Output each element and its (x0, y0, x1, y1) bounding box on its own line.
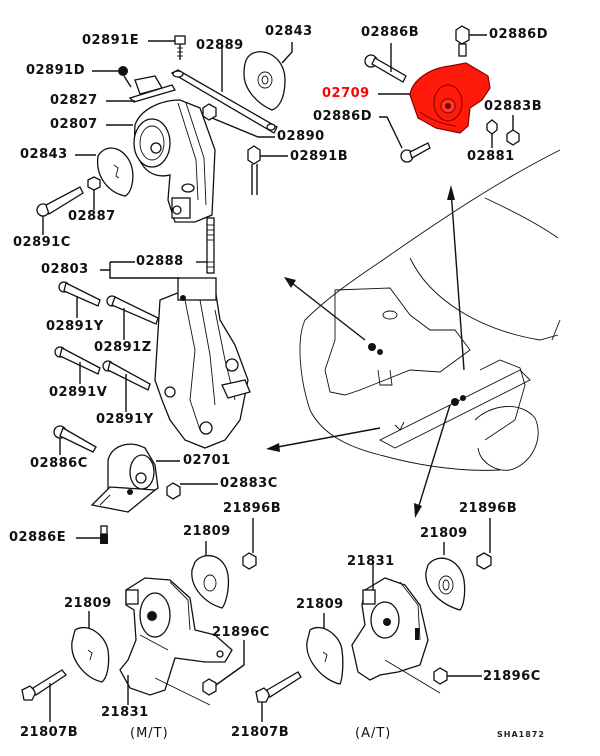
label-02701[interactable]: 02701 (183, 453, 231, 468)
stay-02889[interactable] (170, 69, 278, 134)
nut-21896C-mt[interactable] (202, 678, 217, 696)
label-02883B[interactable]: 02883B (484, 99, 543, 114)
leader-21896C-mt (215, 640, 245, 686)
label-21809-at-top[interactable]: 21809 (420, 526, 468, 541)
label-02827[interactable]: 02827 (50, 93, 98, 108)
stopper-21809-at-left[interactable] (306, 626, 344, 685)
label-02891D[interactable]: 02891D (26, 63, 86, 78)
bolt-02886B[interactable] (364, 54, 407, 83)
bolt-02891B[interactable] (247, 145, 261, 195)
bolt-02886D-top[interactable] (455, 25, 470, 57)
bolt-21807B-mid[interactable] (255, 671, 302, 703)
nut-21896C-at[interactable] (433, 667, 448, 685)
bolt-02891Y-bottom[interactable] (102, 360, 151, 391)
stopper-02843-top[interactable] (243, 51, 286, 111)
bracket-02827[interactable] (128, 75, 176, 103)
label-02891C[interactable]: 02891C (13, 235, 71, 250)
nut-02883C[interactable] (166, 482, 181, 500)
label-02890[interactable]: 02890 (277, 129, 325, 144)
bolt-02891Z[interactable] (106, 295, 159, 325)
label-21896B-left[interactable]: 21896B (223, 501, 282, 516)
label-02891V[interactable]: 02891V (49, 385, 108, 400)
transmission-mount-02709[interactable] (409, 62, 491, 134)
arrow-to-left-insulator (284, 277, 366, 341)
label-21896C-mt[interactable]: 21896C (212, 625, 270, 640)
mount-bracket-21831-mt[interactable] (119, 577, 233, 706)
label-02807[interactable]: 02807 (50, 117, 98, 132)
vehicle-engine-bay (299, 149, 561, 471)
stopper-21809-mt-top[interactable] (191, 554, 230, 609)
leader-02803 (100, 261, 180, 279)
bolt-02891E[interactable] (174, 35, 186, 60)
label-02889[interactable]: 02889 (196, 38, 244, 53)
label-21831-mt[interactable]: 21831 (101, 705, 149, 720)
label-21809-at-left[interactable]: 21809 (296, 597, 344, 612)
caption-automatic-transmission: (A/T) (355, 726, 392, 741)
reference-code: SHA1872 (497, 730, 545, 739)
stopper-02843-left[interactable] (97, 147, 134, 197)
nut-21896B-left[interactable] (242, 552, 257, 570)
label-02888[interactable]: 02888 (136, 254, 184, 269)
stopper-21809-at-top[interactable] (425, 557, 466, 611)
label-02891B[interactable]: 02891B (290, 149, 349, 164)
nut-02883B[interactable] (506, 129, 520, 146)
engine-mount-bracket-02807[interactable] (133, 99, 216, 223)
label-02891Y-bottom[interactable]: 02891Y (96, 412, 154, 427)
stud-02888[interactable] (206, 217, 215, 274)
bolt-02891C[interactable] (36, 186, 84, 217)
bolt-02891Y-top[interactable] (58, 281, 101, 307)
mount-bracket-21831-at[interactable] (351, 577, 441, 694)
label-02886D-mid[interactable]: 02886D (313, 109, 373, 124)
label-21896B-right[interactable]: 21896B (459, 501, 518, 516)
label-02843-left[interactable]: 02843 (20, 147, 68, 162)
arrow-to-top-right (447, 185, 465, 371)
label-02891Y-top[interactable]: 02891Y (46, 319, 104, 334)
leader-02843-top (281, 42, 293, 64)
bolt-02891D[interactable] (118, 66, 132, 88)
nut-02881[interactable] (486, 119, 498, 135)
label-21807B-mid[interactable]: 21807B (231, 725, 290, 740)
bolt-02886E[interactable] (100, 525, 108, 544)
label-21809-mt-left[interactable]: 21809 (64, 596, 112, 611)
bolt-21807B-left[interactable] (21, 669, 67, 701)
label-02843-top[interactable]: 02843 (265, 24, 313, 39)
label-02803[interactable]: 02803 (41, 262, 89, 277)
arrow-to-02701 (266, 427, 381, 452)
engine-bracket-02803[interactable] (154, 277, 251, 449)
arrow-to-at-mount (414, 404, 451, 518)
nut-02887[interactable] (87, 176, 101, 191)
label-02881[interactable]: 02881 (467, 149, 515, 164)
stopper-21809-mt-left[interactable] (71, 626, 110, 683)
label-02887[interactable]: 02887 (68, 209, 116, 224)
label-02886D-top[interactable]: 02886D (489, 27, 549, 42)
mount-insulator-02701[interactable] (90, 443, 159, 513)
bolt-02891V[interactable] (54, 346, 101, 375)
leader-02890 (211, 117, 275, 138)
nut-02890[interactable] (202, 103, 217, 121)
label-21809-mt-top[interactable]: 21809 (183, 524, 231, 539)
caption-manual-transmission: (M/T) (130, 726, 169, 741)
nut-21896B-right[interactable] (476, 552, 492, 570)
label-02886C[interactable]: 02886C (30, 456, 88, 471)
label-02883C[interactable]: 02883C (220, 476, 278, 491)
label-02709-highlighted[interactable]: 02709 (322, 86, 370, 101)
label-21807B-left[interactable]: 21807B (20, 725, 79, 740)
label-02891Z[interactable]: 02891Z (94, 340, 152, 355)
label-21896C-at[interactable]: 21896C (483, 669, 541, 684)
label-02886B[interactable]: 02886B (361, 25, 420, 40)
bolt-02886D-mid[interactable] (400, 142, 431, 163)
label-02886E[interactable]: 02886E (9, 530, 67, 545)
label-02891E[interactable]: 02891E (82, 33, 140, 48)
leader-02886D-mid (379, 116, 403, 149)
label-21831-at[interactable]: 21831 (347, 554, 395, 569)
